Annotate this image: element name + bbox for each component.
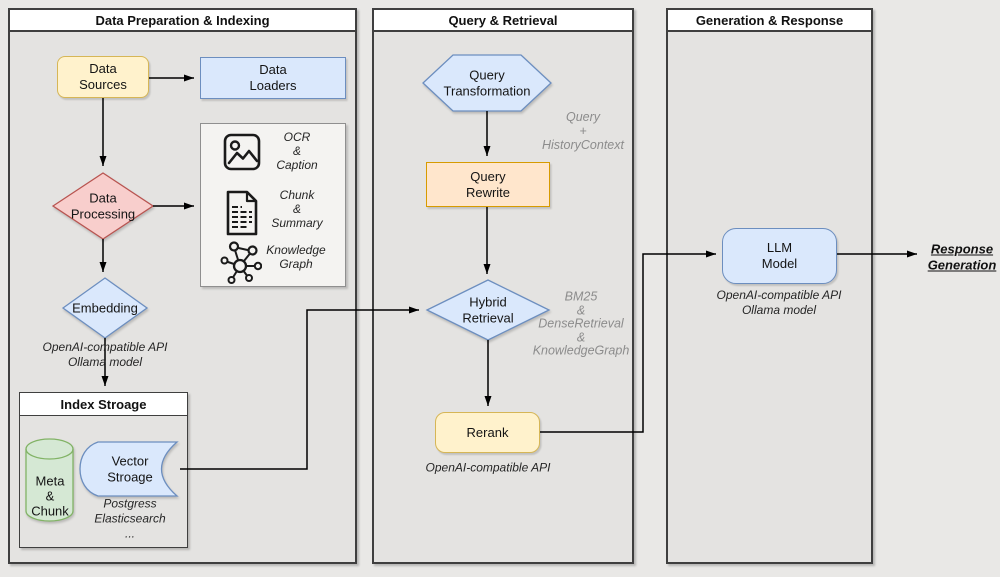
ocr-caption-label: OCR & Caption [276, 130, 318, 172]
rerank-node: Rerank [435, 412, 540, 453]
meta-chunk-cylinder [25, 438, 74, 522]
data-sources-node: Data Sources [57, 56, 149, 98]
image-icon [223, 133, 261, 171]
meta-chunk-label: Meta & Chunk [31, 473, 69, 519]
section-title-data-preparation: Data Preparation & Indexing [10, 10, 355, 32]
meta-chunk-cylinder-rim [25, 448, 74, 460]
hybrid-retrieval-label: Hybrid Retrieval [462, 294, 514, 326]
query-context-note: Query + HistoryContext [542, 110, 624, 152]
index-storage-box: Index Stroage [19, 392, 188, 548]
connector-rerank-to-llm [540, 250, 716, 433]
llm-model-node: LLM Model [722, 228, 837, 284]
section-title-generation-response: Generation & Response [668, 10, 871, 32]
vector-storage-label: Vector Stroage [107, 453, 153, 485]
hybrid-retrieval-note: BM25 & DenseRetrieval & KnowledgeGraph [532, 289, 630, 358]
data-processing-label: Data Processing [70, 190, 136, 222]
llm-model-label: LLM Model [761, 240, 798, 271]
response-generation-label: Response Generation [927, 241, 997, 273]
knowledge-graph-label: Knowledge Graph [266, 243, 326, 271]
hybrid-retrieval-diamond [425, 279, 551, 341]
rerank-label: Rerank [466, 424, 509, 440]
connector-vector-to-hybrid [180, 306, 419, 470]
chunk-summary-label: Chunk & Summary [271, 188, 323, 230]
embedding-label: Embedding [72, 300, 138, 316]
llm-model-note: OpenAI-compatible API Ollama model [716, 288, 842, 317]
embedding-diamond [61, 277, 149, 339]
vector-storage-shape [79, 441, 179, 497]
index-storage-title: Index Stroage [20, 393, 187, 416]
vector-storage-note: Postgress Elasticsearch ... [94, 496, 166, 541]
query-transformation-label: Query Transformation [443, 67, 531, 99]
rerank-note: OpenAI-compatible API [425, 460, 551, 475]
query-rewrite-node: Query Rewrite [426, 162, 550, 207]
section-title-query-retrieval: Query & Retrieval [374, 10, 632, 32]
document-icon [226, 190, 258, 236]
knowledge-graph-icon [220, 241, 262, 284]
data-loaders-node: Data Loaders [200, 57, 346, 99]
data-sources-label: Data Sources [79, 61, 127, 92]
embedding-note: OpenAI-compatible API Ollama model [42, 340, 168, 369]
query-rewrite-label: Query Rewrite [465, 168, 511, 200]
data-loaders-label: Data Loaders [249, 62, 297, 93]
query-transformation-hexagon [422, 54, 552, 112]
section-generation-response: Generation & Response [666, 8, 873, 564]
